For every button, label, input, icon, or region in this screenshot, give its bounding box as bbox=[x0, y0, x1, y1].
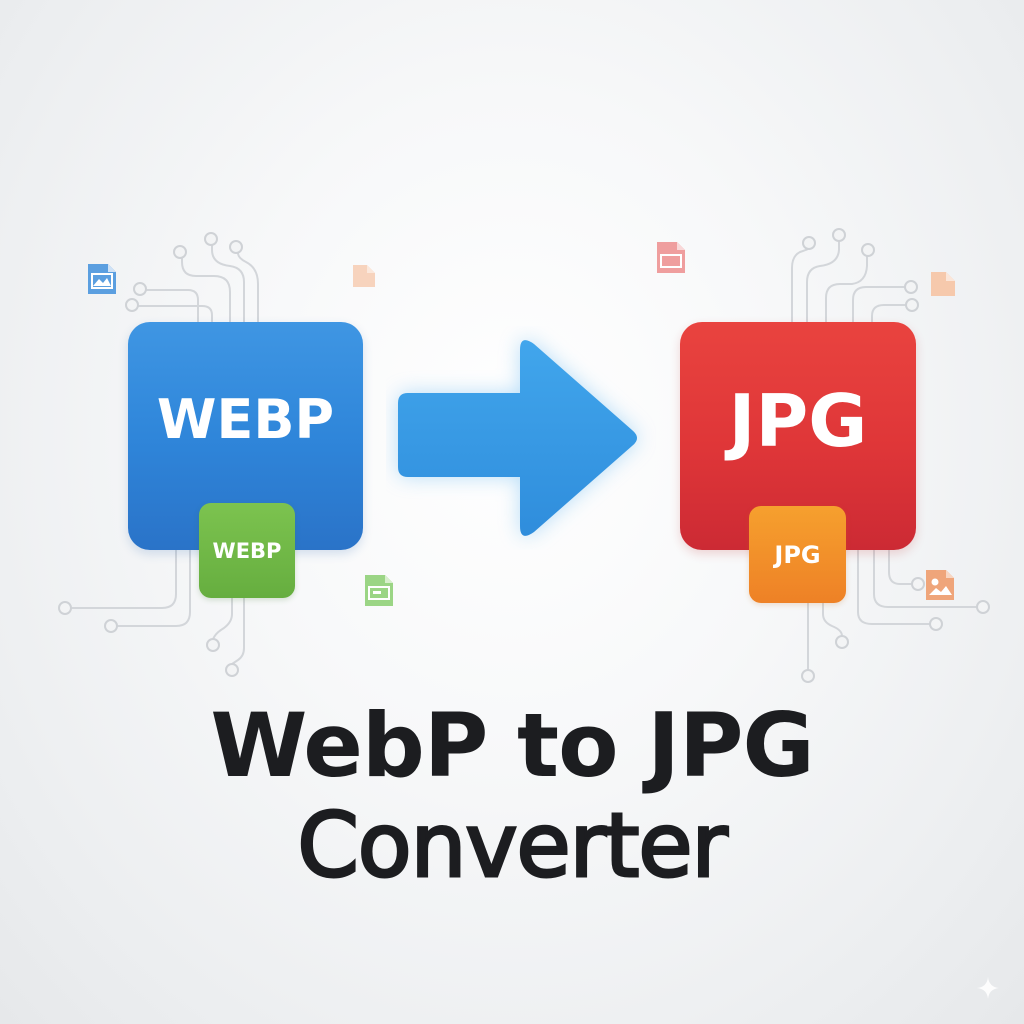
target-format-jpg-tile: JPG bbox=[680, 322, 916, 550]
target-format-label: JPG bbox=[728, 379, 868, 463]
blank-file-icon bbox=[353, 265, 375, 287]
target-badge-label: JPG bbox=[774, 540, 821, 569]
arrow-right-icon bbox=[398, 340, 637, 536]
document-file-icon bbox=[365, 575, 393, 606]
source-badge-label: WEBP bbox=[212, 538, 282, 563]
page-title-line1: WebP to JPG bbox=[210, 694, 814, 797]
target-format-badge: JPG bbox=[749, 506, 846, 603]
sparkle-icon bbox=[977, 977, 999, 999]
source-format-label: WEBP bbox=[156, 387, 335, 451]
blank-file-icon bbox=[931, 272, 955, 296]
image-file-icon bbox=[88, 264, 116, 294]
image-file-icon bbox=[926, 570, 954, 600]
page-title-line2: Converter bbox=[296, 794, 729, 897]
source-format-badge: WEBP bbox=[199, 503, 295, 598]
document-file-icon bbox=[657, 242, 685, 273]
